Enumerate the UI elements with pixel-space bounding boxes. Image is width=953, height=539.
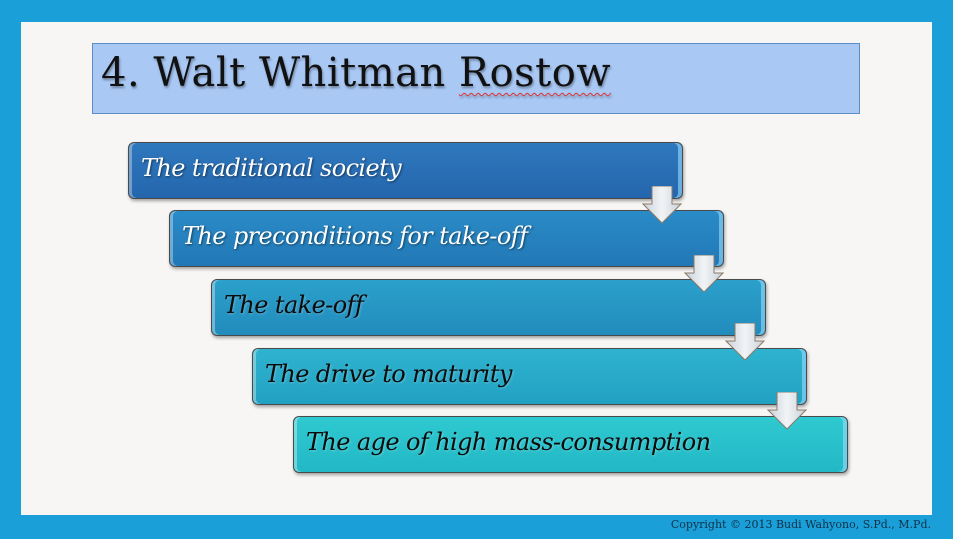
- step-label: The age of high mass-consumption: [306, 428, 711, 456]
- step-label: The preconditions for take-off: [182, 222, 528, 250]
- title-box: 4. Walt Whitman Rostow: [92, 43, 860, 114]
- down-arrow-icon: [725, 323, 765, 361]
- down-arrow-icon: [684, 255, 724, 293]
- step-drive-to-maturity: The drive to maturity: [252, 348, 807, 405]
- title-name-spellcheck: Rostow: [458, 50, 612, 96]
- step-label: The take-off: [224, 291, 364, 319]
- title-prefix: 4. Walt Whitman: [101, 50, 459, 96]
- copyright-footer: Copyright © 2013 Budi Wahyono, S.Pd., M.…: [670, 518, 931, 531]
- step-label: The drive to maturity: [265, 360, 512, 388]
- step-preconditions: The preconditions for take-off: [169, 210, 724, 267]
- step-label: The traditional society: [141, 154, 402, 182]
- step-traditional-society: The traditional society: [128, 142, 683, 199]
- down-arrow-icon: [767, 392, 807, 430]
- step-high-mass-consumption: The age of high mass-consumption: [293, 416, 848, 473]
- step-take-off: The take-off: [211, 279, 766, 336]
- down-arrow-icon: [642, 186, 682, 224]
- slide-title: 4. Walt Whitman Rostow: [101, 50, 611, 96]
